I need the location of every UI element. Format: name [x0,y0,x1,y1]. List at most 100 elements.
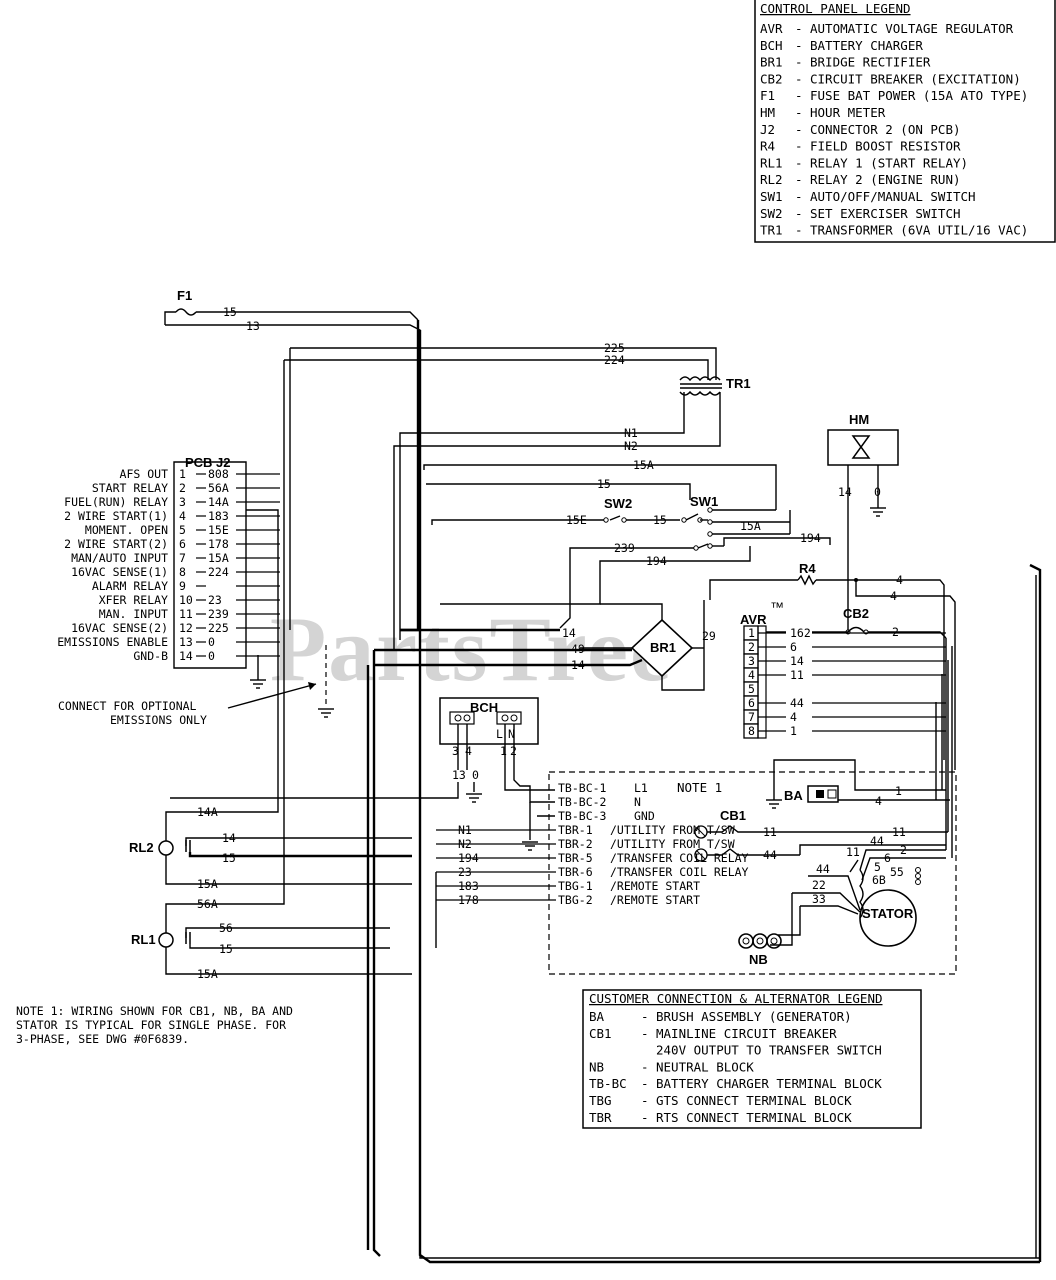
legend-dash: - [641,1009,649,1024]
avr-terminal-wire: 1 [790,724,797,738]
f1-label: F1 [177,288,192,303]
legend-dash: - [795,122,803,137]
hour-meter: HM [827,412,899,466]
pcb-pin-number: 4 [179,509,186,523]
wire-label: 14 [838,485,852,499]
avr-terminal-wire: 14 [790,654,804,668]
wire-label: N2 [624,439,638,453]
pcb-pin-wire: 178 [208,537,229,551]
wire-label: 6B [872,873,886,887]
wire-label: 15E [566,513,587,527]
wire-label: 14 [571,658,585,672]
avr-terminal-wire: 4 [790,710,797,724]
emissions-note-line: EMISSIONS ONLY [110,713,207,727]
avr-terminal-wire: 6 [790,640,797,654]
legend-dash: - [795,189,803,204]
rl1-label: RL1 [131,932,156,947]
wire-label: 22 [812,878,826,892]
emissions-note-line: CONNECT FOR OPTIONAL [58,699,197,713]
note-line: STATOR IS TYPICAL FOR SINGLE PHASE. FOR [16,1018,286,1032]
pcb-pin-number: 2 [179,481,186,495]
stator-label: STATOR [862,906,914,921]
avr-terminal-number: 3 [748,654,755,668]
battery-charger: BCH [439,697,539,745]
legend-desc: BRUSH ASSEMBLY (GENERATOR) [656,1009,852,1024]
pcb-pin-number: 9 [179,579,186,593]
nb-label: NB [749,952,768,967]
hourglass-icon [851,435,871,459]
legend-code: RL1 [760,155,783,170]
wire-label: 13 [452,768,466,782]
legend-desc: AUTO/OFF/MANUAL SWITCH [810,189,976,204]
wire-label: 4 [890,589,897,603]
pcb-pin-number: 14 [179,649,193,663]
wire-label: 11 [763,825,777,839]
legend-dash: - [795,223,803,238]
legend-code: RL2 [760,172,783,187]
terminal-id: TBR-6 [558,865,593,879]
terminal-id: TBR-1 [558,823,593,837]
wire-label: 0 [472,768,479,782]
ground-icon [466,793,482,803]
wire-label: 55 [890,865,904,879]
stator-icon [859,867,921,947]
legend-code: NB [589,1059,604,1074]
pcb-pin-number: 5 [179,523,186,537]
customer-legend-title: CUSTOMER CONNECTION & ALTERNATOR LEGEND [589,991,883,1006]
wire-label: 14A [197,805,218,819]
avr-terminal-wire: 44 [790,696,804,710]
terminal-desc: /UTILITY FROM T/SW [610,823,735,837]
pcb-pin-label: 2 WIRE START(2) [64,537,168,551]
wire-label: 194 [800,531,821,545]
terminal-id: TBR-5 [558,851,593,865]
note1-text: NOTE 1: WIRING SHOWN FOR CB1, NB, BA AND… [16,1004,293,1046]
avr-label: AVR [740,612,767,627]
wire-label: 4 [896,573,903,587]
pcb-pin-wire: 0 [208,635,215,649]
wire-label: 56 [219,921,233,935]
legend-desc: HOUR METER [810,105,886,120]
avr-terminal-number: 4 [748,668,755,682]
avr-terminal-number: 1 [748,626,755,640]
avr-terminal-number: 2 [748,640,755,654]
wire-label: 11 [892,825,906,839]
legend-desc: RELAY 2 (ENGINE RUN) [810,172,961,187]
legend-dash: - [795,88,803,103]
label-bg [786,725,812,737]
wire-label: 15 [653,513,667,527]
legend-dash: - [641,1026,649,1041]
pcb-pin-number: 12 [179,621,193,635]
wire-label: 3 [452,744,459,758]
terminal-desc: /REMOTE START [610,893,700,907]
terminal-desc: /TRANSFER COIL RELAY [610,865,749,879]
bch-label: BCH [470,700,498,715]
label-bg [786,697,812,709]
pcb-pin-label: EMISSIONS ENABLE [57,635,168,649]
pcb-pin-number: 7 [179,551,186,565]
legend-code: HM [760,105,775,120]
legend-dash: - [795,155,803,170]
ground-icon [250,679,266,689]
wire-label: L [496,727,503,741]
wire-label: 44 [816,862,830,876]
legend-dash: - [795,172,803,187]
pcb-pin-label: GND-B [133,649,168,663]
wire-label: 11 [846,845,860,859]
wire-label: 13 [246,319,260,333]
pcb-pin-label: START RELAY [92,481,168,495]
pcb-pin-label: 16VAC SENSE(1) [71,565,168,579]
wire-label: 15 [597,477,611,491]
terminal-desc: /UTILITY FROM T/SW [610,837,735,851]
pcb-pin-wire: 224 [208,565,229,579]
legend-desc: RELAY 1 (START RELAY) [810,155,968,170]
relay-coil-icon [158,932,174,948]
wire-label: 194 [646,554,667,568]
wire-label: 15 [222,851,236,865]
legend-code: F1 [760,88,775,103]
hm-label: HM [849,412,869,427]
wire-label: 5 [874,860,881,874]
wire-label: 15A [633,458,654,472]
legend-desc: BRIDGE RECTIFIER [810,55,931,70]
